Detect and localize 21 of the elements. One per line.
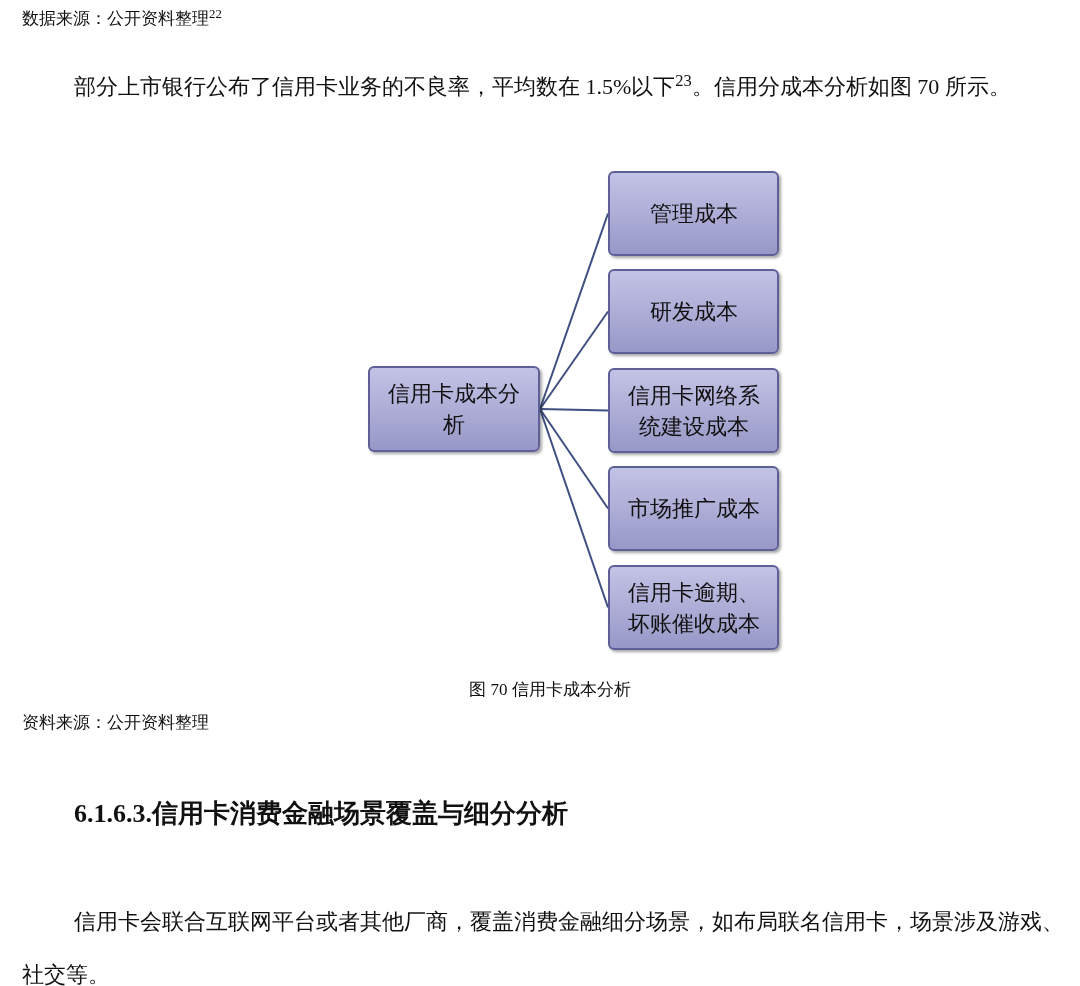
box-label: 研发成本 bbox=[649, 298, 738, 326]
source-note: 数据来源：公开资料整理$^{22}$ bbox=[22, 6, 222, 30]
box-label: 市场推广成本 bbox=[627, 495, 760, 523]
connector-line bbox=[539, 310, 609, 410]
box-label: 信用卡逾期、坏账催收成本 bbox=[626, 578, 761, 638]
box-label: 信用卡成本分析 bbox=[387, 380, 521, 439]
process-box bbox=[368, 366, 540, 452]
process-box bbox=[608, 565, 779, 650]
figure-caption: 图 70 信用卡成本分析 bbox=[468, 679, 632, 701]
box-label: 管理成本 bbox=[649, 200, 738, 228]
box-label: 信用卡网络系统建设成本 bbox=[626, 381, 761, 441]
section-heading: 6.1.6.3.信用卡消费金融场景覆盖与细分分析 bbox=[74, 798, 568, 830]
source-note: 资料来源：公开资料整理 bbox=[22, 712, 209, 734]
connector-line bbox=[539, 408, 609, 412]
process-box bbox=[608, 269, 779, 354]
process-box bbox=[608, 171, 779, 256]
connector-line bbox=[539, 408, 609, 510]
process-box bbox=[608, 466, 779, 551]
body-paragraph: 部分上市银行公布了信用卡业务的不良率，平均数在 1.5%以下$^{23}$。信用分成本分析如图 70 所示。 bbox=[73, 69, 1012, 101]
process-box bbox=[608, 368, 779, 453]
body-paragraph: 信用卡会联合互联网平台或者其他厂商，覆盖消费金融细分场景，如布局联名信用卡，场景涉及游戏、社交等。 bbox=[22, 908, 1065, 986]
